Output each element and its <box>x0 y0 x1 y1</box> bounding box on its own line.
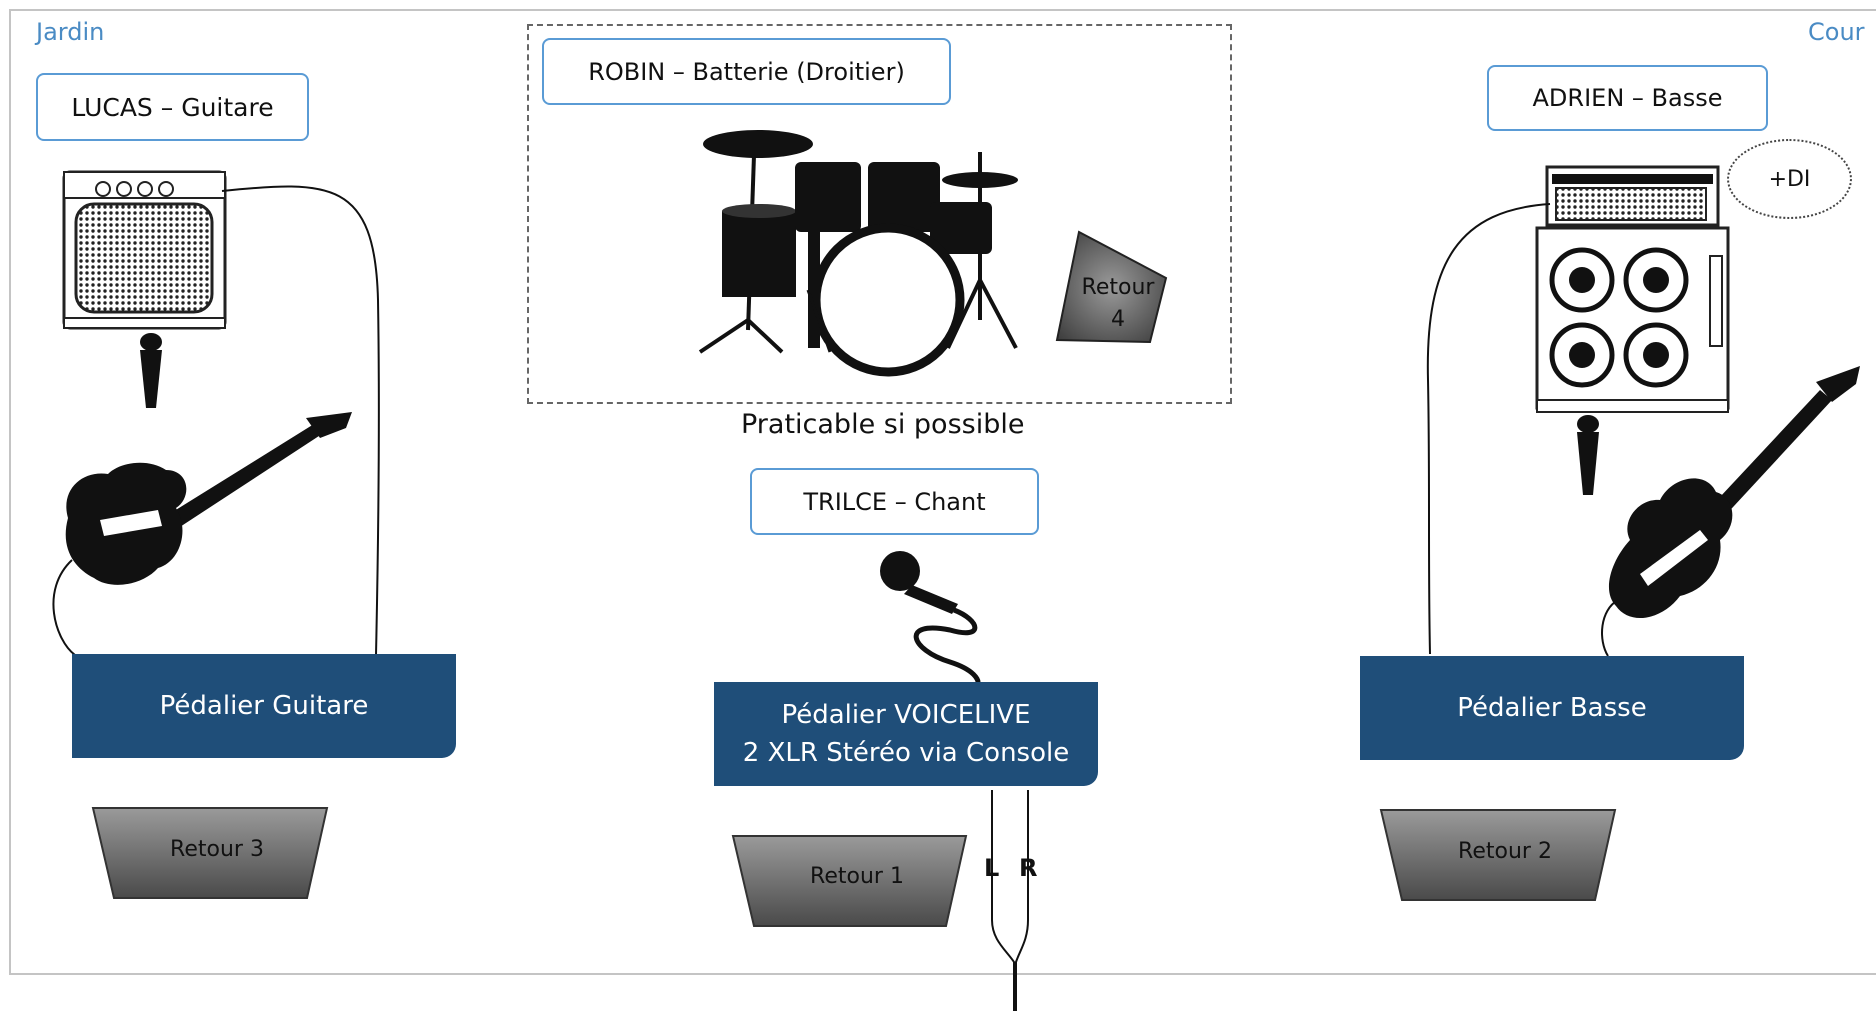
bass-amp-mic-icon <box>1577 415 1599 495</box>
bass-amp-icon <box>1535 165 1730 413</box>
output-left-label: L <box>984 854 1000 882</box>
pedalboard-bass: Pédalier Basse <box>1360 656 1744 760</box>
musician-label-adrien: ADRIEN – Basse <box>1487 65 1768 131</box>
pedalboard-voicelive-title: Pédalier VOICELIVE <box>781 700 1031 730</box>
output-right-label: R <box>1019 854 1038 882</box>
bass-cable <box>1601 599 1619 657</box>
drum-kit-icon <box>698 130 1018 377</box>
guitar-amp-cable <box>221 185 380 656</box>
pedalboard-guitar: Pédalier Guitare <box>72 654 456 758</box>
stage-area <box>9 9 1876 975</box>
electric-guitar-icon <box>65 412 352 585</box>
output-cable-left <box>991 790 1015 1011</box>
stage-right-label: Cour <box>1808 18 1865 46</box>
musician-label-lucas: LUCAS – Guitare <box>36 73 309 141</box>
retour-4-monitor <box>1055 230 1168 344</box>
vocal-mic-icon <box>880 551 958 614</box>
pedalboard-voicelive-subtitle: 2 XLR Stéréo via Console <box>742 738 1070 768</box>
guitar-amp-mic-icon <box>140 333 162 408</box>
guitar-cable <box>52 559 76 656</box>
vocal-mic-cable <box>913 607 981 683</box>
drum-riser <box>527 24 1232 404</box>
bass-amp-cable <box>1426 203 1551 655</box>
pedalboard-voicelive: Pédalier VOICELIVE 2 XLR Stéréo via Cons… <box>714 682 1098 786</box>
guitar-amp-icon <box>62 170 227 330</box>
riser-caption: Praticable si possible <box>741 409 1025 440</box>
retour-1-monitor <box>731 835 968 927</box>
bass-guitar-icon <box>1608 366 1860 619</box>
stage-left-label: Jardin <box>36 18 105 46</box>
output-cable-right <box>1015 790 1029 1011</box>
musician-label-robin: ROBIN – Batterie (Droitier) <box>542 38 951 105</box>
musician-label-trilce: TRILCE – Chant <box>750 468 1039 535</box>
retour-3-monitor <box>91 807 329 899</box>
di-box: +DI <box>1727 139 1852 219</box>
retour-2-monitor <box>1379 809 1617 901</box>
